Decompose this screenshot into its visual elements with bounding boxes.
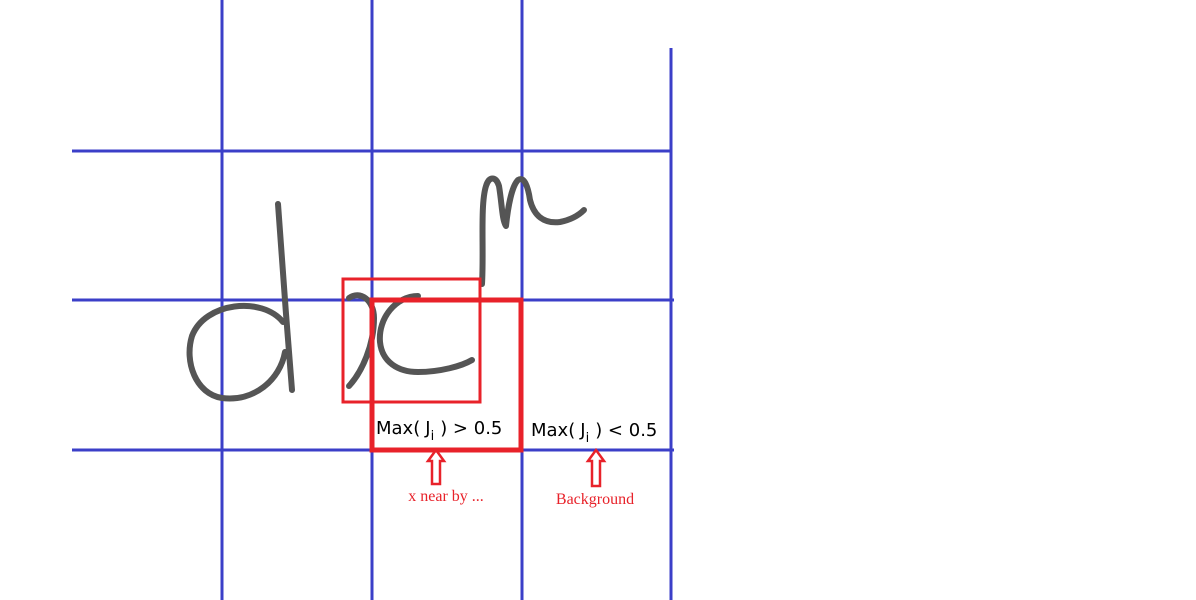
handwritten-d-stem — [275, 201, 295, 393]
handwritten-expression — [186, 175, 587, 402]
highlight-boxes — [341, 277, 524, 453]
negative-annotation: Background — [556, 491, 634, 508]
handwritten-x-right-arc — [376, 293, 475, 375]
positive-cell-label: Max(Ji) > 0.5 — [376, 418, 502, 444]
target-cell-box — [369, 297, 524, 453]
handwritten-mu — [479, 175, 587, 287]
positive-annotation: x near by ... — [408, 488, 484, 505]
handwritten-d-bowl — [186, 302, 288, 402]
up-arrow-icon — [585, 447, 607, 488]
negative-cell-label: Max(Ji) < 0.5 — [531, 420, 657, 446]
up-arrow-icon — [425, 447, 447, 486]
bounding-box-thin — [341, 277, 482, 404]
